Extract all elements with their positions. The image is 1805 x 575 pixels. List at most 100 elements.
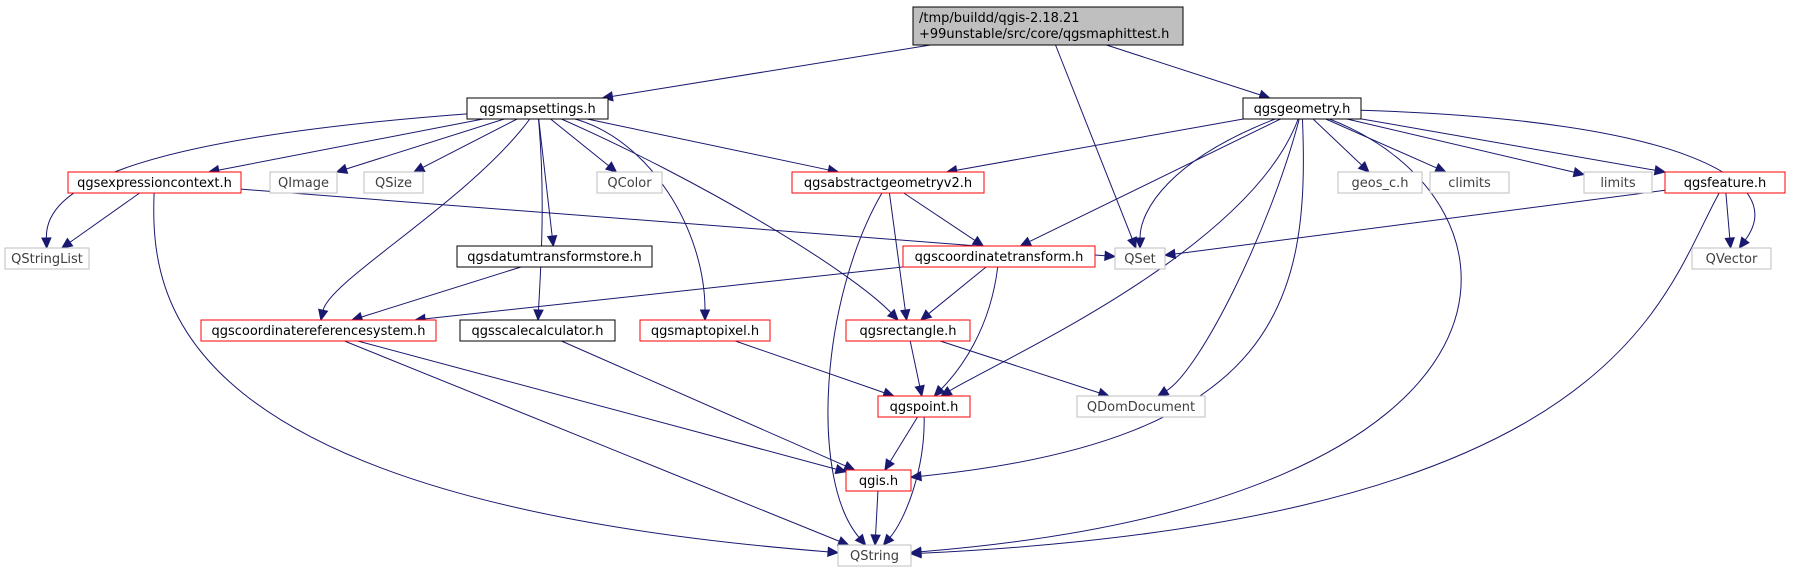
node-qgsexpressioncontext[interactable]: qgsexpressioncontext.h bbox=[67, 171, 242, 194]
arrowhead-icon bbox=[836, 536, 850, 546]
node-box bbox=[845, 469, 912, 492]
edge-qgsmapsettings-to-qgsdatumtransformstore bbox=[538, 118, 558, 248]
edge-line bbox=[218, 118, 484, 171]
node-label: /tmp/buildd/qgis-2.18.21+99unstable/src/… bbox=[919, 11, 1169, 42]
edge-root-to-qgsgeometry bbox=[1106, 44, 1271, 100]
node-qgsabstractgeometryv2[interactable]: qgsabstractgeometryv2.h bbox=[791, 171, 985, 194]
edge-line bbox=[875, 490, 879, 536]
node-box bbox=[877, 395, 971, 418]
node-qgsmapsettings[interactable]: qgsmapsettings.h bbox=[466, 97, 609, 120]
edge-qgsabstractgeometryv2-to-qgsrectangle bbox=[888, 192, 911, 322]
node-box bbox=[912, 6, 1184, 46]
arrowhead-icon bbox=[1653, 164, 1667, 176]
edge-line bbox=[1725, 192, 1731, 239]
node-label: qgspoint.h bbox=[890, 400, 959, 415]
edge-line bbox=[735, 340, 885, 394]
edge-line bbox=[69, 192, 140, 243]
edge-qgsexpressioncontext-to-QStringList bbox=[60, 192, 140, 249]
arrowhead-icon bbox=[1433, 162, 1447, 173]
edge-root-to-QSet bbox=[1055, 44, 1137, 250]
node-box bbox=[1691, 247, 1772, 270]
arrowhead-icon bbox=[899, 308, 911, 322]
edge-line bbox=[1360, 109, 1756, 241]
arrowhead-icon bbox=[933, 384, 946, 397]
node-label: limits bbox=[1600, 176, 1636, 191]
node-qgsfeature[interactable]: qgsfeature.h bbox=[1664, 171, 1786, 194]
edge-qgsabstractgeometryv2-to-QString bbox=[827, 192, 883, 546]
node-label: climits bbox=[1448, 176, 1491, 191]
arrowhead-icon bbox=[1357, 160, 1370, 173]
edge-line bbox=[1346, 118, 1575, 173]
edge-line bbox=[889, 416, 925, 538]
node-box bbox=[1429, 171, 1510, 194]
node-box bbox=[67, 171, 242, 194]
edge-qgsfeature-to-QVector bbox=[1724, 192, 1735, 250]
edge-qgscoordinatetransform-to-qgsrectangle bbox=[919, 266, 987, 321]
node-box bbox=[1337, 171, 1423, 194]
node-QSet: QSet bbox=[1114, 247, 1166, 270]
edge-qgsmapsettings-to-qgsabstractgeometryv2 bbox=[587, 118, 840, 175]
edge-qgsgeometry-to-qgsfeature bbox=[1360, 118, 1667, 176]
edge-line bbox=[344, 340, 840, 542]
edge-line bbox=[1174, 189, 1666, 255]
edge-line bbox=[941, 266, 999, 390]
node-qgsdatumtransformstore[interactable]: qgsdatumtransformstore.h bbox=[456, 245, 653, 268]
node-label: qgscoordinatetransform.h bbox=[915, 250, 1084, 265]
node-qgscoordinatetransform[interactable]: qgscoordinatetransform.h bbox=[902, 245, 1096, 268]
node-label: qgscoordinatereferencesystem.h bbox=[211, 324, 425, 339]
node-qgspoint[interactable]: qgspoint.h bbox=[877, 395, 971, 418]
edge-qgspoint-to-QString bbox=[882, 416, 925, 546]
node-qgscoordinatereferencesystem[interactable]: qgscoordinatereferencesystem.h bbox=[200, 319, 437, 342]
node-qgsscalecalculator[interactable]: qgsscalecalculator.h bbox=[459, 319, 616, 342]
edge-line bbox=[587, 118, 829, 171]
edge-root-to-qgsmapsettings bbox=[601, 44, 931, 102]
edge-line bbox=[888, 192, 906, 311]
edge-layer bbox=[41, 44, 1756, 559]
arrowhead-icon bbox=[1156, 385, 1170, 397]
node-box bbox=[456, 245, 653, 268]
node-root[interactable]: /tmp/buildd/qgis-2.18.21+99unstable/src/… bbox=[912, 6, 1184, 46]
edge-line bbox=[928, 266, 987, 315]
node-box bbox=[902, 245, 1096, 268]
node-QImage: QImage bbox=[269, 171, 338, 194]
edge-qgspoint-to-qgis bbox=[884, 416, 918, 472]
arrowhead-icon bbox=[870, 534, 881, 547]
edge-line bbox=[920, 118, 1304, 477]
edge-line bbox=[361, 266, 522, 318]
edge-qgsmapsettings-to-qgscoordinatereferencesystem bbox=[318, 118, 531, 322]
arrowhead-icon bbox=[854, 533, 867, 546]
node-qgis[interactable]: qgis.h bbox=[845, 469, 912, 492]
arrowhead-icon bbox=[909, 547, 922, 559]
node-label: qgsgeometry.h bbox=[1254, 102, 1351, 117]
edge-line bbox=[424, 266, 904, 320]
node-qgsrectangle[interactable]: qgsrectangle.h bbox=[845, 319, 971, 342]
arrowhead-icon bbox=[919, 309, 933, 321]
edge-qgscoordinatereferencesystem-to-qgis bbox=[357, 340, 848, 475]
node-label: geos_c.h bbox=[1352, 176, 1409, 191]
node-box bbox=[639, 319, 771, 342]
edge-qgsgeometry-to-QVector bbox=[1360, 109, 1756, 249]
edge-line bbox=[612, 44, 931, 97]
edge-qgsgeometry-to-QSet bbox=[1134, 118, 1276, 250]
arrowhead-icon bbox=[335, 163, 349, 174]
node-box bbox=[466, 97, 609, 120]
edge-line bbox=[920, 118, 1462, 553]
node-box bbox=[459, 319, 616, 342]
node-QStringList: QStringList bbox=[4, 247, 90, 270]
node-box bbox=[1114, 247, 1166, 270]
node-qgsmaptopixel[interactable]: qgsmaptopixel.h bbox=[639, 319, 771, 342]
node-qgsgeometry[interactable]: qgsgeometry.h bbox=[1242, 97, 1362, 120]
edge-qgsmapsettings-to-QStringList bbox=[41, 113, 468, 250]
node-label: qgsmapsettings.h bbox=[479, 102, 595, 117]
node-QString: QString bbox=[837, 544, 912, 567]
edge-line bbox=[537, 118, 543, 311]
arrowhead-icon bbox=[1163, 248, 1177, 260]
node-box bbox=[791, 171, 985, 194]
edge-qgsrectangle-to-QDomDocument bbox=[940, 340, 1110, 398]
edge-qgis-to-QString bbox=[870, 490, 881, 547]
edge-line bbox=[153, 192, 829, 553]
edge-qgsmapsettings-to-qgsrectangle bbox=[561, 118, 899, 321]
edge-qgsgeometry-to-limits bbox=[1346, 118, 1586, 178]
edge-line bbox=[956, 118, 1244, 171]
